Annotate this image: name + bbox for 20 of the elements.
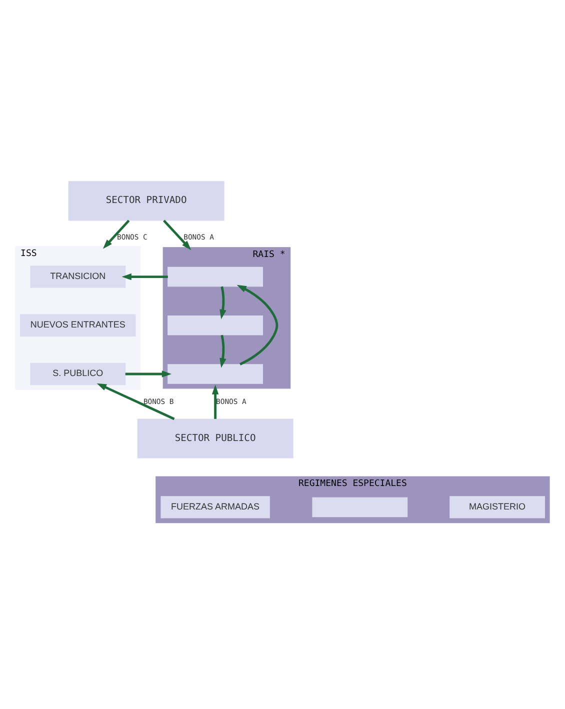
arrow: [220, 334, 226, 368]
node-box: [312, 497, 408, 518]
node-box: SECTOR PRIVADO: [68, 181, 224, 221]
node-box: MAGISTERIO: [450, 496, 545, 518]
node-box: [168, 266, 263, 287]
node-box: SECTOR PUBLICO: [137, 418, 294, 458]
node-box: S. PUBLICO: [30, 362, 126, 386]
node-box: [168, 316, 263, 336]
arrow: [220, 286, 226, 320]
arrow: [96, 383, 175, 420]
arrow: [102, 220, 130, 249]
arrow: [212, 384, 219, 419]
node-box: TRANSICION: [30, 266, 126, 288]
arrow: [236, 284, 278, 366]
node-box: [168, 364, 263, 384]
arrow: [122, 273, 168, 280]
node-box: NUEVOS ENTRANTES: [20, 314, 136, 336]
arrow: [125, 370, 172, 378]
node-box: FUERZAS ARMADAS: [160, 496, 270, 518]
arrow: [163, 220, 192, 250]
